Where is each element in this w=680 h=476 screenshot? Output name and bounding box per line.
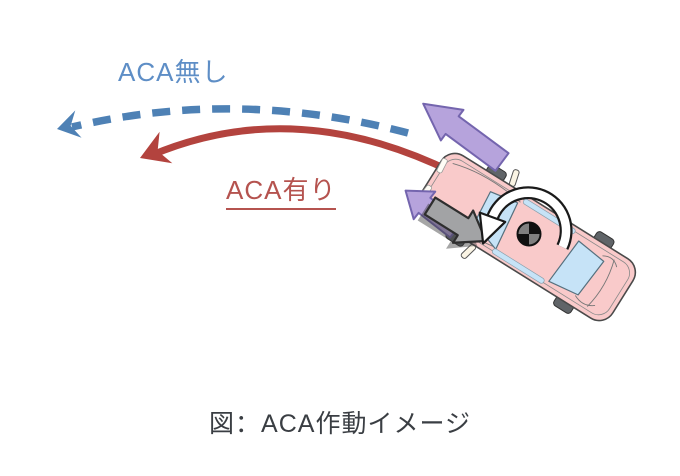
with-aca-arrowhead-icon bbox=[140, 131, 173, 164]
without-aca-arrowhead-icon bbox=[57, 110, 82, 138]
side-mirror-right bbox=[508, 169, 520, 187]
rear-window bbox=[548, 240, 605, 296]
side-window-left bbox=[491, 248, 545, 284]
headlight-right bbox=[436, 158, 448, 174]
figure-caption: 図：ACA作動イメージ bbox=[209, 410, 471, 438]
with-aca-trajectory-curve bbox=[148, 125, 456, 176]
without-aca-trajectory-curve bbox=[71, 105, 409, 137]
yaw-rotation-arrow-icon bbox=[478, 186, 573, 250]
front-assist-arrow-icon bbox=[422, 102, 510, 172]
c-pillar-line-left bbox=[574, 295, 596, 307]
c-pillar-line-right bbox=[602, 255, 618, 268]
trunk-line bbox=[586, 259, 615, 307]
label-without-aca: ACA無し bbox=[118, 57, 229, 87]
yaw-arrowhead bbox=[478, 211, 507, 245]
label-with-aca: ACA有り bbox=[226, 170, 337, 210]
center-of-gravity-icon bbox=[516, 221, 542, 247]
brake-force-arrow-icon bbox=[423, 196, 488, 244]
yaw-arc bbox=[488, 188, 571, 249]
